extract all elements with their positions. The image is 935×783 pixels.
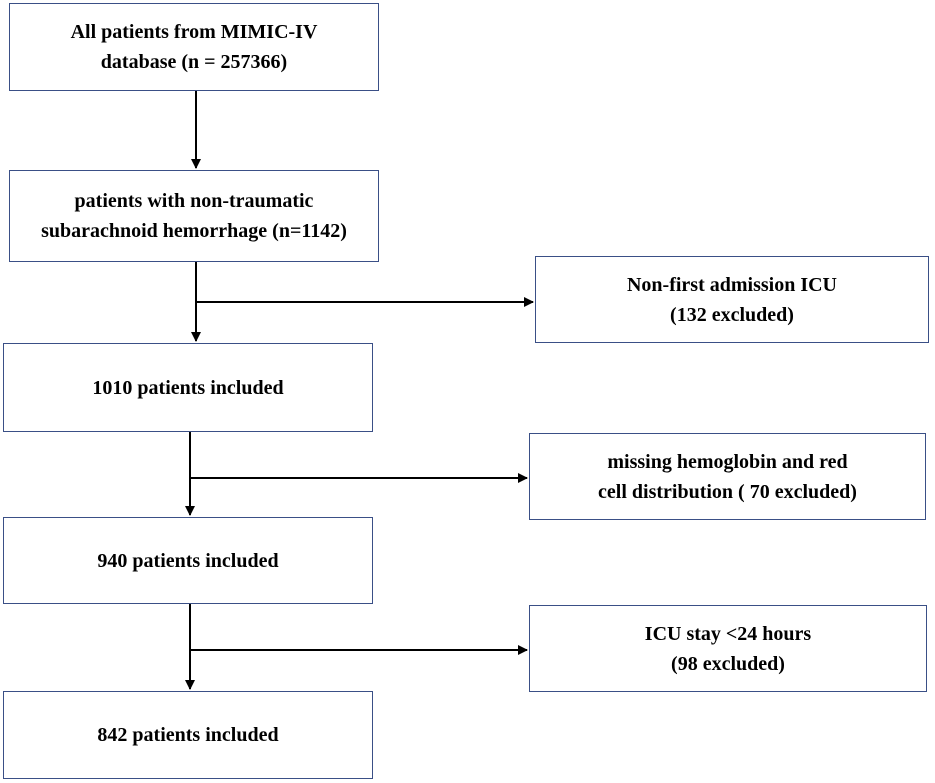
step-box-all-patients: All patients from MIMIC-IV database (n =… [9, 3, 379, 91]
step-text: database (n = 257366) [100, 51, 288, 73]
exclusion-text: (132 excluded) [670, 303, 794, 326]
step-text: subarachnoid hemorrhage (n=1142) [41, 220, 347, 242]
step-box-1010-included: 1010 patients included [3, 343, 373, 432]
exclusion-text: Non-first admission ICU [626, 273, 838, 296]
step-text: patients with non-traumatic [74, 190, 314, 212]
step-text: 842 patients included [97, 724, 279, 746]
exclusion-text: missing hemoglobin and red [607, 450, 848, 473]
step-box-842-included: 842 patients included [3, 691, 373, 779]
exclusion-box-missing-hemoglobin: missing hemoglobin and red cell distribu… [529, 433, 926, 520]
exclusion-box-icu-stay: ICU stay <24 hours (98 excluded) [529, 605, 927, 692]
step-text: 1010 patients included [92, 376, 284, 399]
step-box-sah-patients: patients with non-traumatic subarachnoid… [9, 170, 379, 262]
step-box-940-included: 940 patients included [3, 517, 373, 604]
step-text: All patients from MIMIC-IV [70, 21, 318, 43]
step-text: 940 patients included [97, 549, 279, 572]
exclusion-box-non-first-admission: Non-first admission ICU (132 excluded) [535, 256, 929, 343]
exclusion-text: cell distribution ( 70 excluded) [598, 480, 857, 503]
exclusion-text: (98 excluded) [671, 652, 785, 675]
exclusion-text: ICU stay <24 hours [644, 622, 812, 645]
